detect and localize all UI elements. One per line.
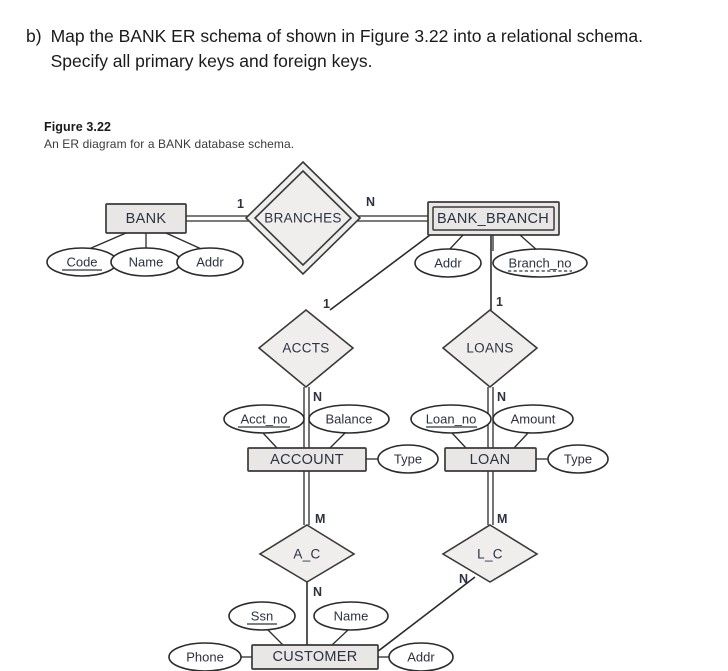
relationship-accts-label: ACCTS [282,341,329,356]
attribute-customer-phone[interactable]: Phone [168,642,242,671]
figure-caption-block: Figure 3.22 An ER diagram for a BANK dat… [44,120,444,151]
entity-bank-label: BANK [126,211,167,227]
attribute-customer-ssn[interactable]: Ssn [228,601,296,631]
entity-loan[interactable]: LOAN [444,447,537,472]
connector-account-attributes [262,432,346,449]
connector-loan-lc [487,471,494,525]
attribute-bank-code-label: Code [66,255,97,270]
relationship-loans[interactable]: LOANS [441,308,539,389]
connector-loan-attributes [451,432,529,449]
cardinality-accts-account: N [313,390,322,404]
er-diagram: BANK Code Name Addr BRANCHES 1 N BANK_BR… [0,150,728,671]
attribute-amount[interactable]: Amount [492,404,574,434]
entity-bank[interactable]: BANK [105,203,187,234]
attribute-customer-ssn-label: Ssn [251,609,273,624]
attribute-bank-code[interactable]: Code [46,247,118,277]
entity-customer-label: CUSTOMER [272,649,357,665]
question-text: b) Map the BANK ER schema of shown in Fi… [26,24,696,74]
connector-bank-branches [186,215,250,222]
relationship-lc[interactable]: L_C [441,524,539,583]
attribute-loan-no-label: Loan_no [426,412,477,427]
attribute-customer-addr-label: Addr [407,650,435,665]
connector-bankbranch-accts [329,231,435,311]
question-marker: b) [26,26,42,46]
connector-lc-customer [376,576,476,653]
attribute-loan-type-label: Type [564,452,592,467]
question-body: Map the BANK ER schema of shown in Figur… [50,26,643,71]
connector-customer-attributes [267,629,349,646]
attribute-account-type[interactable]: Type [377,444,439,474]
attribute-acct-no[interactable]: Acct_no [223,404,305,434]
cardinality-lc-customer: N [459,572,468,586]
connector-accts-account [303,387,310,448]
attribute-bank-name-label: Name [129,255,164,270]
cardinality-account-ac: M [315,512,325,526]
attribute-acct-no-label: Acct_no [241,412,288,427]
entity-bank-branch[interactable]: BANK_BRANCH [427,201,560,236]
attribute-loan-no[interactable]: Loan_no [410,404,492,434]
attribute-bankbranch-addr[interactable]: Addr [414,248,482,278]
cardinality-ac-customer: N [313,585,322,599]
attribute-account-type-label: Type [394,452,422,467]
relationship-ac-label: A_C [293,547,320,562]
attribute-customer-phone-label: Phone [186,650,224,665]
cardinality-bb-loans: 1 [496,295,503,309]
entity-account[interactable]: ACCOUNT [247,447,367,472]
entity-loan-label: LOAN [470,452,511,468]
attribute-bank-addr[interactable]: Addr [176,247,244,277]
entity-bank-branch-label: BANK_BRANCH [437,211,549,227]
attribute-customer-addr[interactable]: Addr [388,642,454,671]
cardinality-bb-accts: 1 [323,297,330,311]
attribute-bankbranch-addr-label: Addr [434,256,462,271]
attribute-loan-type[interactable]: Type [547,444,609,474]
connector-bankbranch-attributes [447,234,539,252]
attribute-balance-label: Balance [326,412,373,427]
attribute-customer-name[interactable]: Name [313,601,389,631]
cardinality-bank-branches: 1 [237,197,244,211]
attribute-bankbranch-branch-no[interactable]: Branch_no [492,248,588,278]
attribute-bankbranch-branch-no-label: Branch_no [509,256,572,271]
cardinality-loan-lc: M [497,512,507,526]
relationship-branches-label: BRANCHES [264,211,341,226]
relationship-loans-label: LOANS [466,341,513,356]
figure-subtitle: An ER diagram for a BANK database schema… [44,137,295,151]
attribute-bank-name[interactable]: Name [110,247,182,277]
connector-account-ac [303,471,310,525]
entity-account-label: ACCOUNT [270,452,344,468]
attribute-amount-label: Amount [511,412,556,427]
cardinality-loans-loan: N [497,390,506,404]
connector-branches-bankbranch [357,215,428,222]
relationship-lc-label: L_C [477,547,503,562]
attribute-bank-addr-label: Addr [196,255,224,270]
relationship-accts[interactable]: ACCTS [257,308,355,389]
relationship-branches[interactable]: BRANCHES [244,160,362,276]
attribute-customer-name-label: Name [334,609,369,624]
cut-off-text-sliver [60,665,660,671]
cardinality-branches-bankbranch: N [366,195,375,209]
figure-number: Figure 3.22 [44,120,112,134]
relationship-ac[interactable]: A_C [258,524,356,583]
attribute-balance[interactable]: Balance [308,404,390,434]
